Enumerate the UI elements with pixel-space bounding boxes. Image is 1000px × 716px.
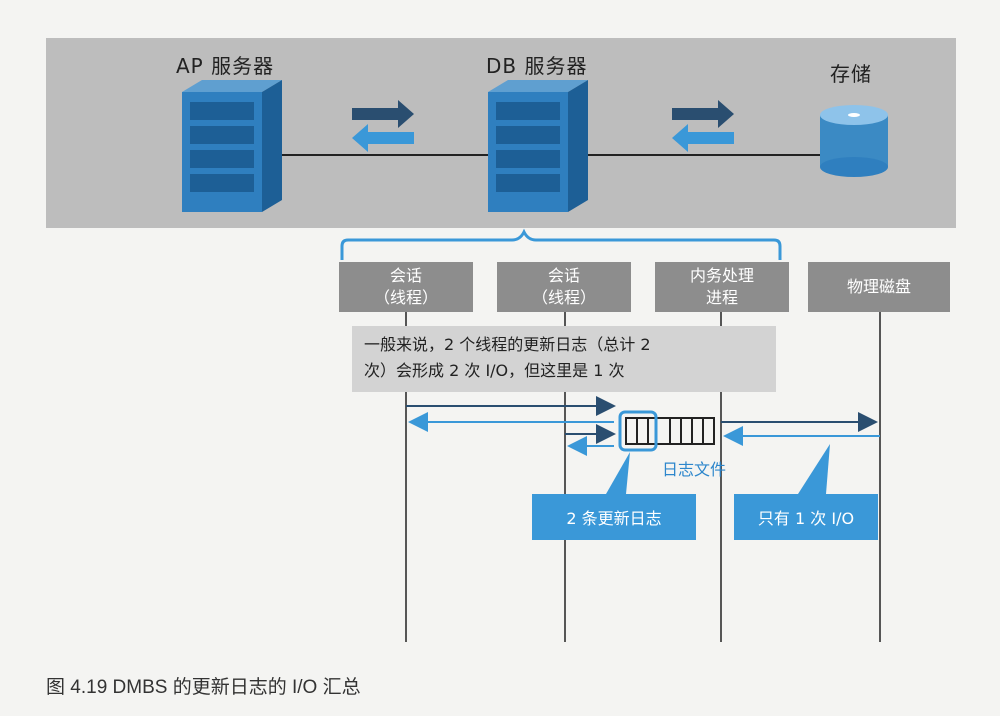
housekeeping-process-box: 内务处理 进程 bbox=[655, 262, 789, 312]
log-file-label: 日志文件 bbox=[662, 460, 727, 479]
explanation-note: 一般来说，2 个线程的更新日志（总计 2 次）会形成 2 次 I/O，但这里是 … bbox=[352, 326, 776, 392]
callout-two-update-logs: 2 条更新日志 bbox=[532, 494, 696, 540]
session-2-subtitle: （线程） bbox=[531, 288, 596, 307]
ap-server-icon bbox=[182, 80, 282, 212]
callout-left-pointer bbox=[606, 452, 630, 494]
log-file-buffer-icon bbox=[618, 410, 715, 452]
callout-right-pointer bbox=[798, 444, 830, 494]
note-line-1: 一般来说，2 个线程的更新日志（总计 2 bbox=[364, 335, 651, 354]
housekeeping-title: 内务处理 bbox=[689, 266, 754, 285]
note-line-2: 次）会形成 2 次 I/O，但这里是 1 次 bbox=[364, 361, 625, 380]
physical-disk-box: 物理磁盘 bbox=[808, 262, 950, 312]
physical-disk-title: 物理磁盘 bbox=[846, 277, 911, 296]
storage-label: 存储 bbox=[830, 62, 872, 86]
session-thread-box-1: 会话 （线程） bbox=[339, 262, 473, 312]
storage-disk-icon bbox=[820, 105, 888, 177]
db-storage-exchange-arrows-icon bbox=[672, 100, 734, 152]
session-1-title: 会话 bbox=[389, 266, 422, 285]
session-1-subtitle: （线程） bbox=[373, 288, 438, 307]
ap-db-exchange-arrows-icon bbox=[352, 100, 414, 152]
session-2-title: 会话 bbox=[547, 266, 580, 285]
db-server-icon bbox=[488, 80, 588, 212]
callout-single-io: 只有 1 次 I/O bbox=[734, 494, 878, 540]
db-server-label: DB 服务器 bbox=[486, 54, 588, 78]
session-thread-box-2: 会话 （线程） bbox=[497, 262, 631, 312]
figure-caption: 图 4.19 DMBS 的更新日志的 I/O 汇总 bbox=[46, 677, 361, 698]
db-internals-brace bbox=[340, 228, 782, 260]
housekeeping-subtitle: 进程 bbox=[705, 288, 738, 307]
ap-server-label: AP 服务器 bbox=[176, 54, 275, 78]
